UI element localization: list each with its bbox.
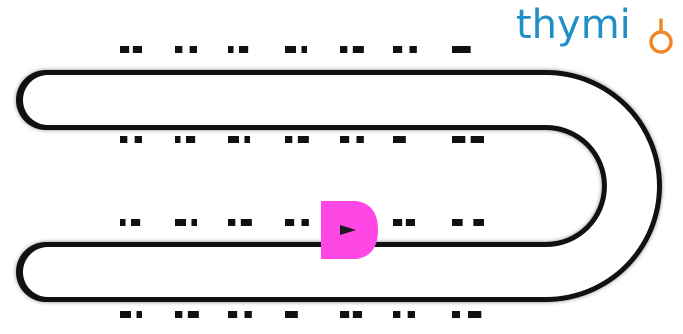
barcode-bar [192, 219, 198, 226]
barcode-bar [239, 46, 248, 53]
barcode-bar [473, 219, 484, 226]
barcode-bar [190, 46, 197, 53]
barcode-bar [393, 311, 400, 318]
barcode-bar [302, 219, 309, 226]
barcode-bar [357, 136, 364, 143]
barcode-bar [175, 219, 186, 226]
barcode-bar [245, 136, 251, 143]
barcode-row-bottom [120, 311, 481, 318]
barcode-bar [186, 136, 195, 143]
barcode-bar [285, 46, 296, 53]
barcode-bar [340, 311, 349, 318]
barcode-bar [175, 46, 182, 53]
barcode-bar [133, 46, 142, 53]
barcode-bar [175, 311, 182, 318]
barcode-bar [120, 46, 129, 53]
barcode-bar [471, 136, 484, 143]
barcode-bar [452, 46, 471, 53]
barcode-bar [393, 136, 406, 143]
barcode-bar [393, 219, 402, 226]
barcode-bar [410, 46, 417, 53]
barcode-bar [241, 219, 252, 226]
barcode-bar [468, 311, 481, 318]
barcode-bar [340, 46, 347, 53]
barcode-bar [135, 136, 142, 143]
barcode-row-lower-middle [120, 219, 484, 226]
barcode-bar [120, 136, 127, 143]
barcode-bar [340, 136, 349, 143]
barcode-bar [137, 311, 143, 318]
barcode-bar [175, 136, 181, 143]
barcode-bar [393, 46, 402, 53]
logo-text: thymi [516, 2, 631, 48]
barcode-bar [298, 136, 309, 143]
barcode-row-upper-middle [120, 136, 484, 143]
logo-ring-icon [651, 32, 671, 52]
barcode-bar [285, 311, 298, 318]
barcode-bar [245, 311, 252, 318]
barcode-bar [406, 219, 415, 226]
barcode-bar [120, 219, 126, 226]
track-surface [23, 75, 657, 297]
barcode-bar [452, 219, 463, 226]
barcode-bar [452, 311, 460, 318]
thymio-logo: thymi [516, 0, 676, 64]
barcode-bar [353, 46, 364, 53]
barcode-row-top [120, 46, 471, 53]
barcode-bar [302, 46, 308, 53]
barcode-bar [228, 46, 234, 53]
barcode-bar [188, 311, 199, 318]
barcode-bar [120, 311, 131, 318]
barcode-bar [408, 311, 415, 318]
barcode-bar [228, 219, 235, 226]
barcode-bar [285, 136, 292, 143]
barcode-bar [285, 219, 294, 226]
barcode-bar [353, 311, 362, 318]
thymio-robot[interactable] [321, 201, 378, 259]
barcode-bar [228, 311, 237, 318]
barcode-bar [228, 136, 239, 143]
barcode-bar [131, 219, 140, 226]
barcode-bar [452, 136, 465, 143]
